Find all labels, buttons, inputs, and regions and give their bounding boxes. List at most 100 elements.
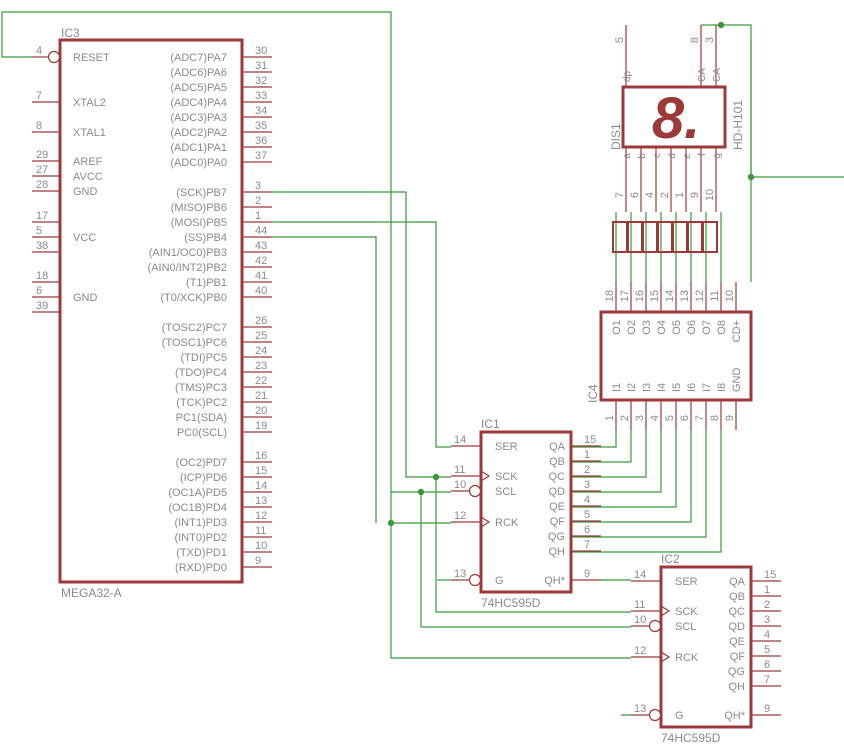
ic3-pin-number-15: 15: [255, 465, 267, 477]
ic2-clock-12: [660, 651, 671, 663]
ic3-pin-label-adc1-pa1: (ADC1)PA1: [170, 142, 227, 154]
ic3-pin-number-14: 14: [255, 480, 267, 492]
ic4-pin-label-i7: I7: [701, 383, 713, 392]
wire-12: [571, 430, 677, 508]
ic3-pin-number-6: 6: [36, 285, 42, 297]
ic3-pin-number-2: 2: [255, 195, 261, 207]
ic4-pin-number-17: 17: [619, 290, 631, 302]
ic3-pin-label-txd-pd1: (TXD)PD1: [176, 547, 227, 559]
wire-14: [571, 430, 707, 538]
ic1-bubble-10: [468, 484, 482, 498]
ic1-value: 74HC595D: [481, 596, 541, 610]
ic2-pin-label-qh: QH*: [724, 710, 746, 722]
ic2-pin-number-15: 15: [764, 569, 776, 581]
ic2-bubble-10: [648, 619, 662, 633]
ic3-pin-number-11: 11: [255, 525, 266, 537]
dis1-pin-label-e: e: [682, 153, 693, 159]
ic2-clock-11: [660, 605, 671, 617]
ic4-pin-number-14: 14: [664, 290, 676, 302]
junction-dot-1: [417, 488, 425, 496]
ic3-pin-number-36: 36: [255, 135, 267, 147]
ic3-pin-label-pc1-sda: PC1(SDA): [176, 412, 227, 424]
ic2-pin-label-qa: QA: [729, 576, 746, 588]
ic4-pin-number-16: 16: [634, 290, 646, 302]
ic1-bubble-13: [468, 573, 482, 587]
ic4-pin-label-o8: O8: [716, 320, 728, 335]
ic1-pin-label-qg: QG: [548, 531, 565, 543]
ic1-pin-number-1: 1: [584, 449, 590, 461]
ic3-pin-number-32: 32: [255, 75, 267, 87]
ic3-pin-number-39: 39: [36, 300, 48, 312]
ic3-pin-number-21: 21: [255, 390, 267, 402]
ic2-pin-label-qg: QG: [728, 666, 745, 678]
ic3-pin-label-int0-pd2: (INT0)PD2: [174, 532, 227, 544]
wire-10: [571, 430, 647, 478]
ic3-pin-label-t1-pb1: (T1)PB1: [186, 277, 227, 289]
ic1-pin-number-5: 5: [584, 509, 590, 521]
ic4-pin-label-o5: O5: [671, 320, 683, 335]
ic4-pin-label-o6: O6: [686, 320, 698, 335]
ic2-pin-label-qd: QD: [729, 621, 746, 633]
ic3-pin-number-3: 3: [255, 180, 261, 192]
ic1-pin-label-qd: QD: [549, 486, 566, 498]
ic3-pin-number-19: 19: [255, 420, 267, 432]
ic3-pin-label-avcc: AVCC: [73, 171, 103, 183]
ic2-pin-label-qb: QB: [729, 591, 745, 603]
ic1-pin-number-15: 15: [584, 434, 596, 446]
dis1-pin-number-6: 6: [629, 192, 641, 198]
ic4-pin-label-i3: I3: [641, 383, 653, 392]
ic3-pin-label-vcc: VCC: [73, 232, 96, 244]
ic3-pin-number-27: 27: [36, 164, 48, 176]
resistor-segment-b: [627, 221, 643, 253]
ic1-pin-label-qa: QA: [549, 441, 566, 453]
ic3-pin-number-9: 9: [255, 555, 261, 567]
ic3-pin-label-icp-pd6: (ICP)PD6: [180, 472, 227, 484]
ic1-pin-label-scl: SCL: [495, 486, 516, 498]
wire-13: [571, 430, 692, 523]
ic1-pin-number-9: 9: [584, 568, 590, 580]
ic3-pin-number-26: 26: [255, 315, 267, 327]
ic4-pin-number-5: 5: [664, 415, 676, 421]
wire-8: [571, 430, 617, 448]
ic3-pin-label-gnd: GND: [73, 186, 98, 198]
junction-dot-3: [717, 21, 725, 29]
ic2-pin-number-7: 7: [764, 674, 770, 686]
dis1-name: DIS1: [609, 123, 623, 150]
ic3-package: [58, 38, 244, 584]
junction-dot-4: [747, 173, 755, 181]
ic4-pin-label-o7: O7: [701, 320, 713, 335]
ic3-pin-number-18: 18: [36, 270, 48, 282]
ic4-pin-number-8: 8: [709, 415, 721, 421]
ic3-pin-label-pc0-scl: PC0(SCL): [177, 427, 227, 439]
ic1-pin-label-rck: RCK: [495, 517, 519, 529]
ic3-pin-number-7: 7: [36, 90, 42, 102]
ic4-pin-number-7: 7: [694, 415, 706, 421]
dis1-pin-label-dp-0: dp: [622, 70, 633, 82]
ic2-pin-number-11: 11: [634, 599, 645, 611]
ic3-pin-number-44: 44: [255, 225, 267, 237]
dis1-pin-label-ca-1: CA: [697, 68, 708, 82]
ic3-pin-number-40: 40: [255, 285, 267, 297]
ic3-pin-label-int1-pd3: (INT1)PD3: [174, 517, 227, 529]
wire-2: [272, 221, 451, 448]
wire-7: [390, 523, 631, 659]
ic3-pin-number-28: 28: [36, 179, 48, 191]
ic3-pin-label-tdi-pc5: (TDI)PC5: [181, 352, 227, 364]
ic1-clock-11: [480, 470, 491, 482]
ic3-pin-number-8: 8: [36, 120, 42, 132]
dis1-pin-label-ca-2: CA: [712, 68, 723, 82]
ic1-pin-label-qf: QF: [550, 516, 566, 528]
wire-20: [716, 24, 844, 178]
ic4-pin-number-18: 18: [604, 290, 616, 302]
ic1-package: [479, 430, 573, 594]
resistor-segment-f: [687, 221, 703, 253]
ic3-pin-label-rxd-pd0: (RXD)PD0: [175, 562, 227, 574]
ic4-pin-label-i4: I4: [656, 383, 668, 392]
ic3-pin-number-12: 12: [255, 510, 267, 522]
wire-layer: [1, 11, 844, 716]
ic3-pin-number-34: 34: [255, 105, 267, 117]
ic3-pin-label-adc5-pa5: (ADC5)PA5: [170, 82, 227, 94]
dis1-package: [621, 85, 727, 149]
resistor-segment-a: [612, 221, 628, 253]
